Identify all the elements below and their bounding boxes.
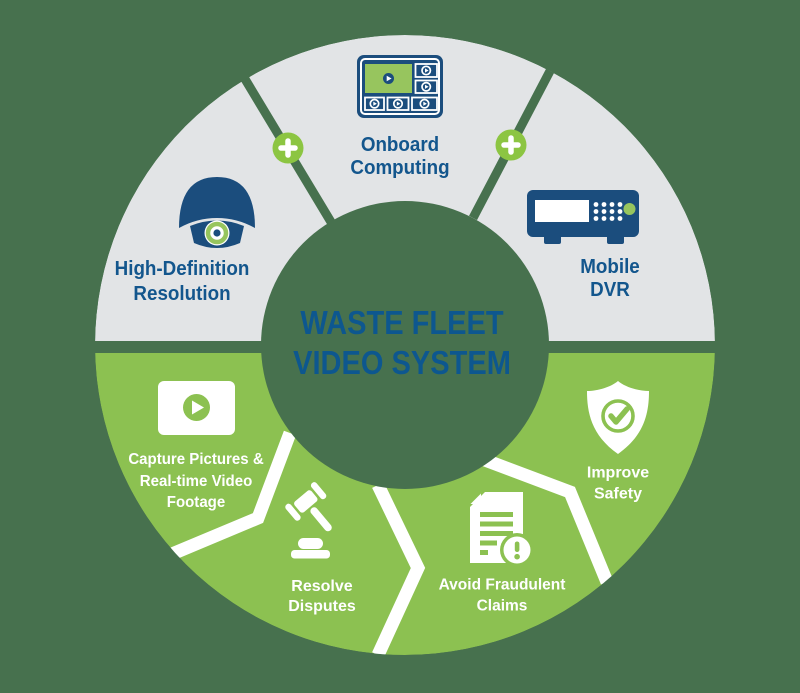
chevron-divider-1 — [169, 430, 297, 560]
monitor-playback-grid-icon — [357, 55, 443, 118]
plus-icon — [501, 135, 521, 155]
chevron-divider-2 — [372, 482, 426, 658]
gavel-base — [291, 550, 330, 559]
document-lines — [480, 512, 513, 555]
plus-badge-right — [495, 129, 527, 161]
dvr-screen — [535, 200, 589, 222]
dome-camera-icon — [179, 177, 255, 248]
dvr-foot — [607, 235, 624, 244]
gavel-block — [298, 538, 323, 549]
document-fold — [470, 493, 481, 504]
document-alert-icon — [470, 492, 534, 567]
gavel-icon — [285, 482, 332, 559]
chevron-divider-3 — [482, 453, 614, 585]
mobile-dvr-icon — [527, 190, 639, 244]
dvr-foot — [544, 235, 561, 244]
plus-icon — [278, 138, 298, 158]
video-play-icon — [158, 381, 235, 435]
green-half-ring — [95, 353, 715, 658]
dvr-power-light — [623, 203, 636, 215]
dvr-buttons — [593, 202, 623, 221]
shield-check-icon — [587, 381, 649, 454]
plus-badge-left — [272, 132, 304, 164]
